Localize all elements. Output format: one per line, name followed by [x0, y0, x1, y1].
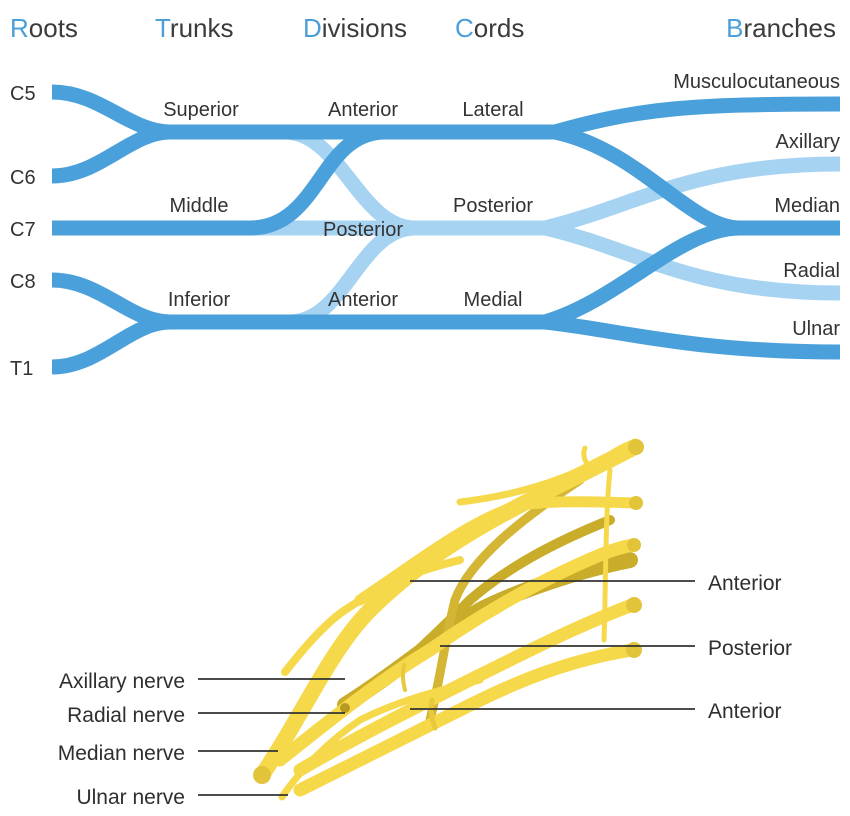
- root-label-c8: C8: [10, 271, 36, 293]
- plexus-labels: Superior Middle Inferior Anterior Poster…: [163, 99, 533, 311]
- drop-strand-2: [400, 663, 407, 692]
- division-anterior-lower-label: Anterior: [328, 289, 398, 311]
- median-nerve-label: Median nerve: [58, 742, 185, 765]
- root-label-c5: C5: [10, 83, 36, 105]
- lower-trunk-nerve: [293, 643, 639, 797]
- nerve-end-cap: [629, 496, 643, 510]
- upper-slim-nerve: [456, 438, 639, 506]
- nerve-end-cap: [626, 597, 642, 613]
- ulnar-nerve-label: Ulnar nerve: [76, 786, 185, 809]
- nerve-illustration: [253, 438, 644, 801]
- medial-to-median: [542, 220, 741, 330]
- musculocutaneous-branch: [552, 96, 841, 140]
- anterior-division-middle: [249, 124, 386, 236]
- cord-medial-label: Medial: [464, 289, 523, 311]
- column-headers: Roots Trunks Divisions Cords Branches: [10, 13, 836, 43]
- posterior-label: Posterior: [708, 637, 792, 660]
- header-cords: Cords: [455, 13, 524, 43]
- branch-axillary-label: Axillary: [776, 131, 840, 153]
- axillary-nerve-label: Axillary nerve: [59, 670, 185, 693]
- root-label-c6: C6: [10, 167, 36, 189]
- division-anterior-upper-label: Anterior: [328, 99, 398, 121]
- nerve-end-cap: [253, 766, 271, 784]
- nerve-end-cap: [628, 439, 644, 455]
- branch-labels: Musculocutaneous Axillary Median Radial …: [673, 71, 840, 340]
- top-branch-nerve: [354, 496, 641, 606]
- header-divisions: Divisions: [303, 13, 407, 43]
- leader-lines: [198, 580, 695, 796]
- root-c6: [51, 124, 171, 184]
- posterior-bundle-shade-3: [425, 475, 585, 725]
- nerve-end-cap: [340, 703, 350, 713]
- branch-ulnar-label: Ulnar: [792, 318, 840, 340]
- trunk-middle-label: Middle: [170, 195, 229, 217]
- anterior-upper-label: Anterior: [708, 572, 782, 595]
- tip-hook-nerve: [581, 445, 593, 471]
- header-branches: Branches: [726, 13, 836, 43]
- axillary-nerve-strand: [281, 556, 464, 676]
- ulnar-branch: [544, 314, 841, 360]
- root-label-c7: C7: [10, 219, 36, 241]
- anterior-paths: [51, 84, 841, 375]
- root-t1: [51, 314, 171, 375]
- root-labels: C5 C6 C7 C8 T1: [10, 83, 36, 380]
- drop-strand-1: [428, 697, 438, 731]
- header-trunks: Trunks: [155, 13, 234, 43]
- radial-branch: [543, 220, 841, 301]
- cord-posterior-label: Posterior: [453, 195, 533, 217]
- root-c5: [51, 84, 171, 140]
- trunk-superior-label: Superior: [163, 99, 239, 121]
- root-c8: [51, 272, 171, 330]
- nerve-end-cap: [627, 538, 641, 552]
- branch-radial-label: Radial: [783, 260, 840, 282]
- division-posterior-label: Posterior: [323, 219, 403, 241]
- thin-vertical-nerve: [601, 467, 613, 643]
- third-trunk-nerve: [293, 598, 639, 777]
- upper-trunk-nerve: [254, 439, 643, 783]
- branch-musculocutaneous-label: Musculocutaneous: [673, 71, 840, 93]
- root-label-t1: T1: [10, 358, 33, 380]
- nerve-end-cap: [626, 642, 642, 658]
- radial-nerve-label: Radial nerve: [67, 704, 185, 727]
- header-roots: Roots: [10, 13, 78, 43]
- trunk-inferior-label: Inferior: [168, 289, 231, 311]
- lower-strand-nerve: [278, 676, 484, 801]
- illustration-labels: Axillary nerve Radial nerve Median nerve…: [58, 572, 792, 809]
- cord-lateral-label: Lateral: [462, 99, 523, 121]
- anterior-lower-label: Anterior: [708, 700, 782, 723]
- branch-median-label: Median: [774, 195, 840, 217]
